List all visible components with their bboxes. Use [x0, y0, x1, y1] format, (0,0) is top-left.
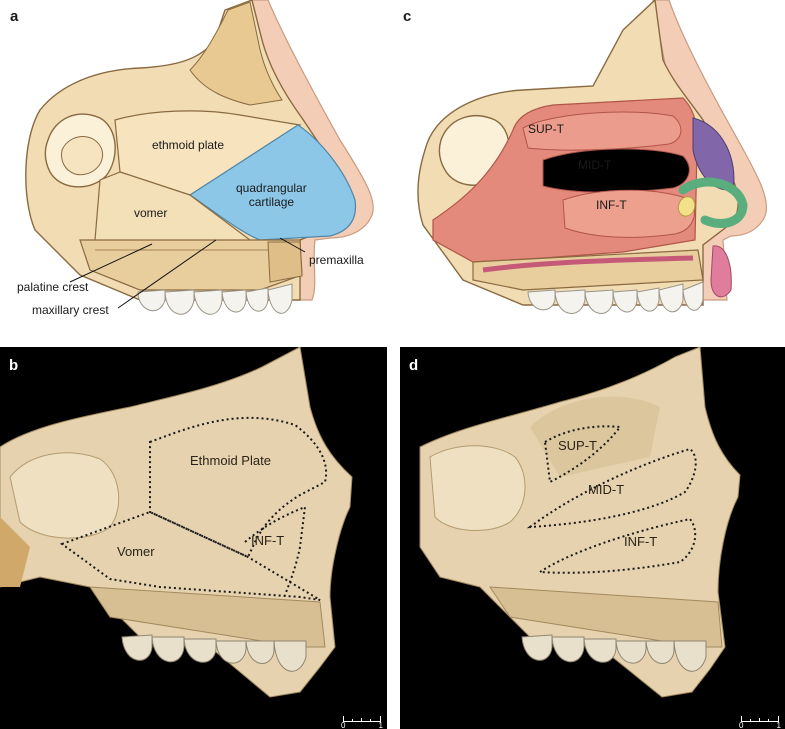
- quadrangular-cartilage: [188, 124, 357, 241]
- teeth-row-c: [527, 281, 704, 314]
- inf-t-outline-d: [536, 517, 697, 574]
- panel-letter-c: c: [403, 8, 412, 25]
- maxillary-crest-leader: [117, 239, 217, 309]
- label-mid-t-d: MID-T: [588, 482, 625, 497]
- panel-b-septum-photo: b Ethmoid Plate Vomer INF-T 0 1: [0, 347, 387, 729]
- frontal-bone: [189, 1, 283, 106]
- turbinate-photo-drawing: [419, 347, 741, 698]
- premaxilla-bone: [267, 241, 303, 283]
- premaxilla-leader: [279, 237, 306, 253]
- panel-letter-a: a: [10, 8, 19, 25]
- panel-letter-d: d: [409, 357, 419, 374]
- label-inf-t-d: INF-T: [624, 534, 658, 549]
- teeth-d: [521, 634, 707, 672]
- label-sup-t-c: SUP-T: [528, 122, 564, 136]
- label-ethmoid-plate: ethmoid plate: [152, 138, 225, 152]
- label-inf-t-b: INF-T: [251, 533, 285, 548]
- panel-c-turbinate-illustration: c SUP-T MID-T INF-T: [393, 0, 785, 345]
- scale-bar-d: 0 1: [739, 713, 781, 729]
- scale-end-d: 1: [776, 721, 781, 729]
- panel-letter-b: b: [9, 357, 19, 374]
- scale-start-d: 0: [739, 721, 744, 729]
- yellow-fat: [677, 196, 696, 217]
- label-maxillary-crest: maxillary crest: [32, 303, 109, 317]
- turbinate-illustration: [417, 0, 768, 314]
- sinus-b: [9, 452, 120, 539]
- label-palatine-crest: palatine crest: [17, 280, 89, 294]
- sinus-d: [429, 445, 526, 531]
- panel-a-septum-illustration: a ethmoid plate quadrangular cartilage v…: [0, 0, 392, 345]
- septum-photo-drawing: [0, 347, 353, 698]
- orbit-region-d: [530, 396, 660, 477]
- septum-illustration: [25, 0, 374, 315]
- ethmoid-plate-outline: [149, 416, 328, 559]
- scale-end-b: 1: [378, 721, 383, 729]
- scale-bar-b: 0 1: [341, 713, 383, 729]
- middle-turbinate-shape: [542, 148, 690, 193]
- label-inf-t-c: INF-T: [596, 198, 627, 212]
- ethmoid-plate-region: [114, 110, 302, 196]
- pink-vestibule: [710, 245, 732, 298]
- palate-b: [89, 586, 326, 648]
- inf-t-outline-b: [244, 505, 307, 596]
- scale-start-b: 0: [341, 721, 346, 729]
- superior-turbinate-shape: [522, 111, 682, 151]
- mid-t-outline: [526, 447, 697, 529]
- teeth-row: [137, 283, 293, 315]
- palate-d: [489, 586, 723, 648]
- palate-mucosa: [482, 255, 694, 273]
- inferior-turbinate-shape: [562, 189, 695, 238]
- teeth-b: [121, 634, 307, 672]
- palatine-crest-leader: [69, 243, 153, 283]
- sphenoid-cavity: [61, 136, 104, 176]
- label-quadrangular-cartilage: quadrangular cartilage: [236, 181, 307, 209]
- label-sup-t-d: SUP-T: [558, 438, 597, 453]
- label-vomer-b: Vomer: [117, 544, 155, 559]
- label-vomer: vomer: [134, 206, 168, 220]
- panel-d-turbinate-photo: d SUP-T MID-T INF-T 0 1: [400, 347, 785, 729]
- label-ethmoid-plate-b: Ethmoid Plate: [190, 453, 271, 468]
- spongy-bone-b: [0, 517, 30, 587]
- label-premaxilla: premaxilla: [309, 253, 364, 267]
- label-mid-t-c: MID-T: [578, 158, 612, 172]
- vomer-outline: [59, 510, 321, 601]
- green-cartilage: [678, 177, 748, 228]
